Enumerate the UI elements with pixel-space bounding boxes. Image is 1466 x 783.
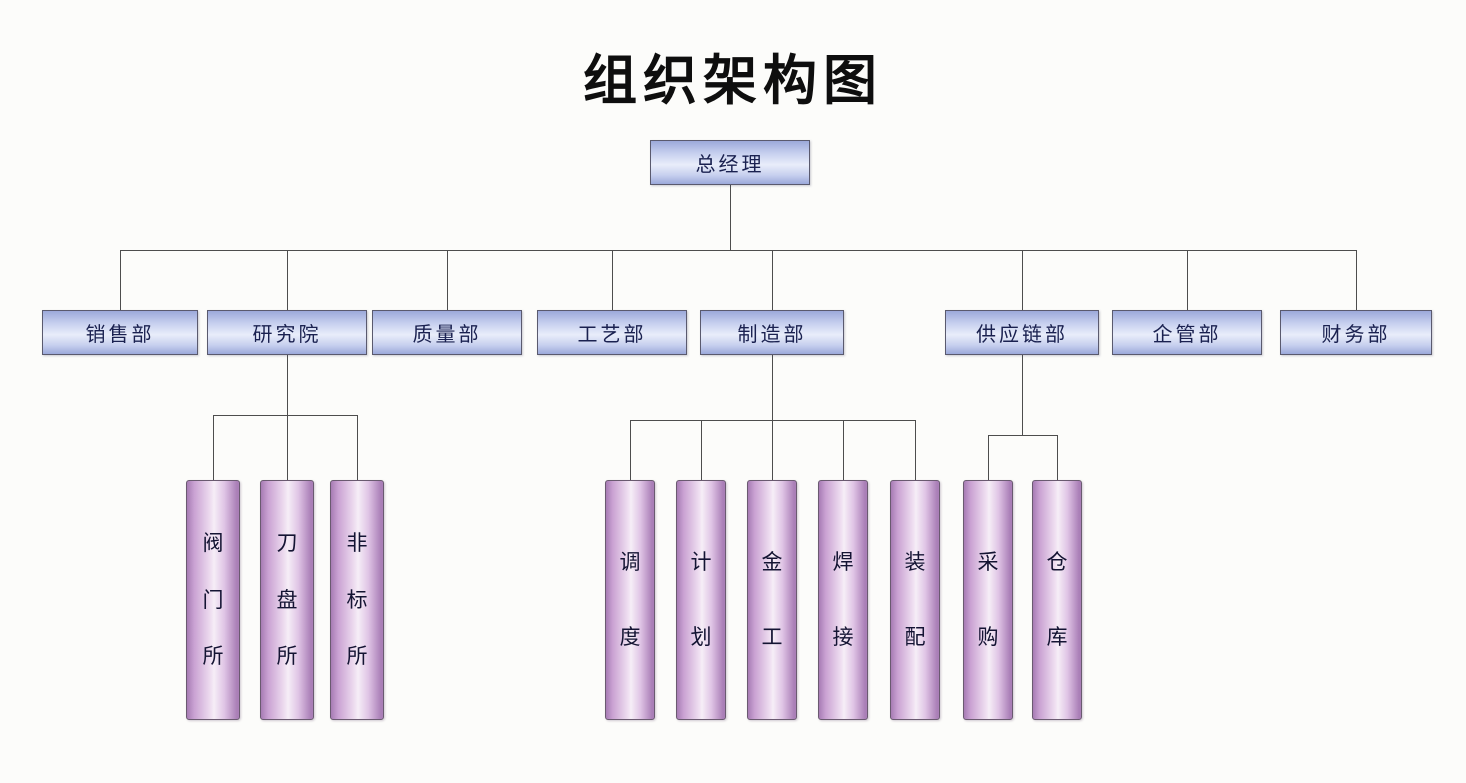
connector-line [213, 415, 357, 416]
org-node-label: 总经理 [695, 154, 765, 176]
org-node-label: 仓库 [1046, 549, 1068, 650]
connector-line [988, 435, 1057, 436]
org-node-planning: 计划 [676, 480, 726, 720]
org-node-metalwork: 金工 [747, 480, 797, 720]
connector-line [287, 415, 288, 480]
org-node-label: 质量部 [412, 324, 482, 346]
connector-line [843, 420, 844, 480]
org-node-label: 调度 [619, 549, 641, 650]
org-node-procurement: 采购 [963, 480, 1013, 720]
connector-line [988, 435, 989, 480]
connector-line [630, 420, 631, 480]
connector-line [915, 420, 916, 480]
connector-line [1187, 250, 1188, 310]
org-node-label: 企管部 [1152, 324, 1222, 346]
org-node-nonstandard-institute: 非标所 [330, 480, 384, 720]
org-node-label: 研究院 [252, 324, 322, 346]
org-node-enterprise-management: 企管部 [1112, 310, 1262, 355]
org-node-label: 焊接 [832, 549, 854, 650]
org-node-manufacturing: 制造部 [700, 310, 844, 355]
connector-line [287, 355, 288, 415]
org-node-label: 装配 [904, 549, 926, 650]
connector-line [120, 250, 121, 310]
org-node-quality: 质量部 [372, 310, 522, 355]
org-node-research-institute: 研究院 [207, 310, 367, 355]
connector-line [213, 415, 214, 480]
org-node-label: 财务部 [1321, 324, 1391, 346]
org-node-finance: 财务部 [1280, 310, 1432, 355]
org-node-label: 采购 [977, 549, 999, 650]
org-node-label: 工艺部 [577, 324, 647, 346]
org-node-supply-chain: 供应链部 [945, 310, 1099, 355]
connector-line [1022, 355, 1023, 435]
org-node-label: 刀盘所 [276, 530, 298, 669]
connector-line [772, 250, 773, 310]
connector-line [447, 250, 448, 310]
org-node-sales: 销售部 [42, 310, 198, 355]
org-node-general-manager: 总经理 [650, 140, 810, 185]
connector-line [357, 415, 358, 480]
connector-line [730, 185, 731, 250]
org-node-process: 工艺部 [537, 310, 687, 355]
org-node-label: 非标所 [346, 530, 368, 669]
connector-line [701, 420, 702, 480]
connector-line [772, 355, 773, 420]
org-node-label: 销售部 [85, 324, 155, 346]
connector-line [1356, 250, 1357, 310]
connector-line [612, 250, 613, 310]
org-node-cutterhead-institute: 刀盘所 [260, 480, 314, 720]
connector-line [1022, 250, 1023, 310]
org-node-assembly: 装配 [890, 480, 940, 720]
chart-title: 组织架构图 [583, 51, 883, 111]
org-node-label: 制造部 [737, 324, 807, 346]
org-node-welding: 焊接 [818, 480, 868, 720]
connector-line [287, 250, 288, 310]
org-node-label: 阀门所 [202, 530, 224, 669]
connector-line [772, 420, 773, 480]
connector-line [120, 250, 1356, 251]
org-node-dispatch: 调度 [605, 480, 655, 720]
org-node-label: 金工 [761, 549, 783, 650]
connector-line [1057, 435, 1058, 480]
org-node-label: 供应链部 [976, 324, 1068, 346]
org-node-valve-institute: 阀门所 [186, 480, 240, 720]
org-node-label: 计划 [690, 549, 712, 650]
org-node-warehouse: 仓库 [1032, 480, 1082, 720]
